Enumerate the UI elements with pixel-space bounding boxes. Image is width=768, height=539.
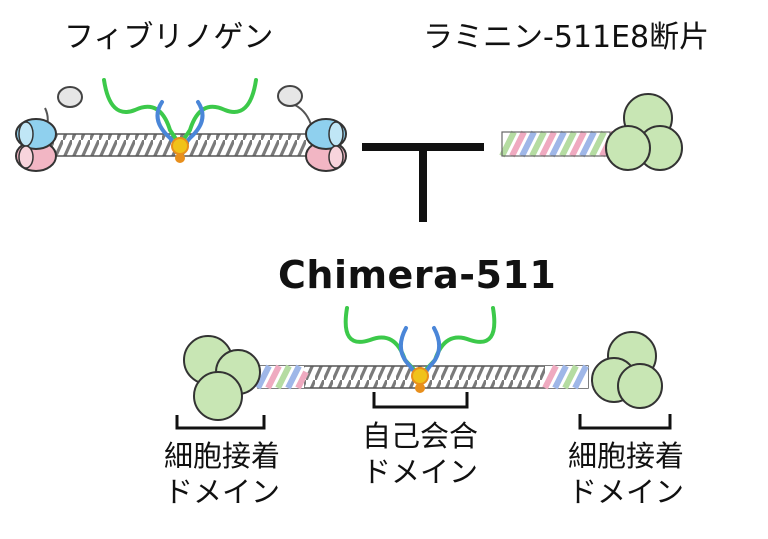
domain-center-line2: ドメイン	[361, 455, 478, 490]
fibrinogen-core	[171, 137, 189, 155]
fibrinogen-left-globules	[15, 118, 57, 172]
chimera-title: Chimera-511	[278, 253, 557, 297]
domain-label-left: 細胞接着 ドメイン	[142, 438, 302, 511]
bracket-right	[578, 414, 672, 430]
bracket-center	[372, 392, 469, 409]
chimera-core	[411, 367, 429, 385]
domain-right-line1: 細胞接着	[567, 439, 684, 473]
bracket-left	[175, 415, 266, 430]
domain-center-line1: 自己会合	[361, 419, 478, 453]
domain-label-right: 細胞接着 ドメイン	[546, 438, 706, 511]
laminin-label: ラミニン-511E8断片	[423, 20, 710, 55]
fibrinogen-label: フィブリノゲン	[64, 20, 274, 55]
combine-arrow-icon	[362, 143, 484, 222]
laminin-rod	[499, 130, 617, 158]
laminin-fragment-icon	[499, 93, 683, 171]
domain-right-line2: ドメイン	[567, 475, 684, 510]
laminin-globules	[605, 93, 683, 171]
chimera-left-globules	[183, 335, 261, 421]
fibrinogen-molecule-icon	[15, 78, 347, 172]
domain-label-center: 自己会合 ドメイン	[340, 418, 500, 491]
fibrinogen-right-globules	[305, 118, 347, 172]
domain-left-line1: 細胞接着	[163, 439, 280, 473]
chimera-right-globules	[591, 331, 663, 409]
domain-left-line2: ドメイン	[163, 475, 280, 510]
chimera-right-stripes	[542, 364, 589, 390]
chimera-left-stripes	[255, 364, 309, 390]
fibrinogen-tail-right	[277, 85, 313, 129]
chimera-molecule-icon	[183, 306, 663, 421]
